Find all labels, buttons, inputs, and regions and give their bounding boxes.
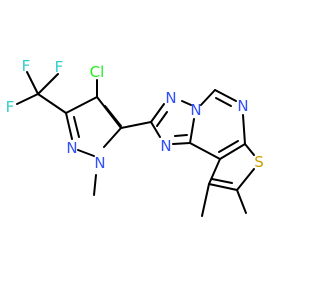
bond-cf3-pyrazole	[37, 93, 67, 114]
atom-nitrogen-triazole-bottom: N	[160, 137, 171, 155]
bond-tz-c8a-n	[172, 142, 191, 145]
bond-th-c7-c8-double	[211, 178, 233, 184]
bond-pz-n2-c3	[65, 112, 73, 140]
bond-f2-c	[37, 73, 59, 95]
bond-pz-c3-c4	[65, 96, 98, 114]
bond-tz-c2-n3	[150, 103, 165, 123]
bond-pm-n1-c5	[200, 89, 216, 106]
bond-pz-c5-n1	[103, 127, 122, 148]
atom-nitrogen-pyrazole-1: N	[94, 154, 105, 172]
atom-labels: F F F Cl N N N N N N S	[6, 57, 264, 172]
bond-th-c8-c9a	[208, 158, 221, 185]
bond-pm-c9a-c8a	[189, 142, 221, 160]
atom-chlorine: Cl	[90, 63, 105, 81]
bond-pz-c5-c4-double	[104, 105, 122, 127]
atom-nitrogen-bridge: N	[190, 101, 201, 119]
bond-pm-c6a-c9a	[219, 143, 246, 160]
bond-tz-c8a-n-double	[174, 134, 188, 137]
bond-th-c7-c8	[208, 183, 238, 191]
bond-pm-c5-n6	[214, 89, 237, 102]
bond-f3-c	[16, 93, 39, 105]
bond-th-s-c7	[236, 168, 255, 191]
bond-pm-c5-n6-double	[215, 97, 232, 107]
atom-sulfur: S	[254, 153, 264, 171]
bond-pz-n2-c3-double	[73, 116, 80, 138]
bond-lines	[16, 71, 255, 217]
bond-tz-c2-n3-double	[156, 111, 168, 127]
bond-pz-n1-n2	[77, 149, 95, 157]
bond-n-methyl	[93, 174, 97, 196]
atom-nitrogen-triazole-top: N	[165, 89, 176, 107]
bond-methyl-c8	[201, 183, 210, 217]
bond-tz-n-c2	[150, 121, 161, 138]
bond-methyl-c7	[236, 189, 247, 214]
atom-fluorine-1: F	[22, 57, 31, 75]
bond-pyrazole-triazole	[120, 121, 152, 129]
molecule-structure-diagram: F F F Cl N N N N N N S	[6, 57, 264, 217]
atom-fluorine-2: F	[55, 58, 64, 76]
bond-pm-n6-c6a	[242, 114, 246, 145]
atom-nitrogen-pyrazole-2: N	[66, 139, 77, 157]
bond-th-c6a-s	[244, 143, 255, 156]
bond-f1-c	[26, 71, 39, 95]
atom-fluorine-3: F	[6, 98, 15, 116]
atom-nitrogen-pyrimidine: N	[237, 97, 248, 115]
bond-tz-n3-n1	[181, 100, 192, 106]
bond-pm-c6a-c9a-double	[218, 140, 239, 153]
bond-tz-n1-c8a	[189, 118, 195, 144]
